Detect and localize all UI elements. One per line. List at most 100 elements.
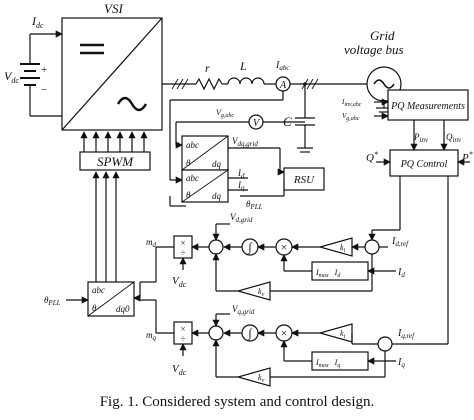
pq-in1-label: I — [341, 98, 345, 106]
svg-text:Vg,abc: Vg,abc — [342, 112, 360, 122]
figure-caption: Fig. 1. Considered system and control de… — [99, 394, 375, 410]
qstar-label: Q — [366, 152, 374, 164]
svg-text:P*: P* — [461, 150, 473, 164]
svg-text:Iq: Iq — [237, 180, 245, 192]
pstar-label: P — [461, 152, 469, 164]
vdc-d-label: V — [172, 275, 180, 287]
current-feedback — [169, 91, 284, 184]
vdq-grid-label: V — [232, 136, 239, 146]
imax-q-tail-sub: q — [337, 363, 340, 369]
abc2-label: abc — [186, 173, 199, 183]
svg-text:Vdc: Vdc — [172, 275, 187, 289]
pstar-sup: * — [469, 150, 473, 159]
iq-out-label: I — [237, 180, 242, 190]
svg-text:kv: kv — [258, 287, 265, 298]
svg-text:Vg,abc: Vg,abc — [216, 108, 234, 119]
kv-q-sub: v — [262, 378, 265, 384]
theta-pll-sub: PLL — [249, 203, 262, 211]
svg-text:mq: mq — [146, 330, 157, 342]
L-label: L — [239, 59, 247, 73]
pinv-label: P — [413, 132, 420, 142]
theta-label: θ — [186, 158, 191, 168]
imax-d-rest: max — [319, 273, 329, 279]
idc-label: I — [31, 14, 37, 28]
theta-pll-in-label: θ — [44, 295, 49, 305]
id-out-sub: d — [241, 172, 245, 180]
grid-label-line2: voltage bus — [344, 42, 404, 57]
rsu-label: RSU — [293, 174, 315, 186]
svg-text:θ: θ — [92, 303, 97, 313]
vdc-q-label: V — [172, 363, 180, 375]
r-label: r — [205, 61, 210, 75]
svg-text:Iq,ref: Iq,ref — [397, 328, 415, 340]
iq-out-sub: q — [241, 184, 245, 192]
iq-fb-sub: q — [401, 361, 405, 369]
abc-label: abc — [186, 140, 199, 150]
rsu-block: RSU — [283, 167, 325, 191]
ki-label: k — [340, 243, 344, 252]
svg-text:Q*: Q* — [366, 150, 378, 164]
svg-text:ki: ki — [340, 329, 346, 340]
pq-measurements-block: PQ Measurements Iinv,abc Vg,abc — [341, 89, 469, 122]
imax-d-tail: I — [334, 268, 338, 277]
pq-ctrl-label: PQ Control — [400, 159, 448, 170]
pq-control-block: PQ Control Pinv Qinv Q* P* — [366, 120, 473, 345]
svg-text:Id: Id — [237, 168, 245, 180]
kv-d-sub: v — [262, 292, 265, 298]
abc-dq-transform-current: abc dq θ — [181, 169, 229, 203]
div-bot-q: ÷ — [181, 334, 186, 344]
theta-pll-in-sub: PLL — [47, 299, 60, 307]
svg-text:Id,ref: Id,ref — [391, 236, 409, 248]
svg-text:Iinv,abc: Iinv,abc — [341, 98, 362, 108]
imax-q-rest: max — [319, 363, 329, 369]
idref-label: I — [391, 236, 396, 247]
svg-text:Iabc: Iabc — [275, 60, 290, 72]
spwm-label: SPWM — [97, 154, 134, 169]
qinv-sub: inv — [453, 136, 462, 144]
vdc-q-sub: dc — [179, 368, 187, 377]
capacitor-branch: C V Vg,abc — [175, 84, 315, 153]
svg-text:Vdq,grid: Vdq,grid — [232, 136, 258, 148]
qstar-sup: * — [374, 150, 378, 159]
dc-source: + − Vdc Idc — [4, 14, 63, 117]
vdc-d-sub: dc — [179, 280, 187, 289]
md-label: m — [146, 237, 153, 247]
svg-text:Id: Id — [397, 267, 405, 279]
mq-sub: q — [153, 334, 157, 342]
mq-label: m — [146, 330, 153, 340]
svg-text:Vd,grid: Vd,grid — [230, 212, 253, 224]
ki-sub: i — [344, 248, 346, 254]
vdc-sub: dc — [11, 76, 19, 85]
mult-q: × — [281, 326, 288, 340]
svg-text:Vdc: Vdc — [172, 363, 187, 377]
id-fb-sub: d — [401, 271, 405, 279]
vd-grid-sub: d,grid — [236, 216, 253, 224]
vq-grid-label: V — [232, 304, 239, 314]
svg-text:md: md — [146, 237, 157, 249]
svg-text:Iq: Iq — [397, 357, 405, 369]
svg-text:Vq,grid: Vq,grid — [232, 304, 255, 316]
pq-in2-sub: g,abc — [346, 116, 360, 122]
vdq-grid-sub: dq,grid — [238, 140, 259, 148]
pq-in2-label: V — [342, 112, 347, 120]
vgabc-label: V — [216, 108, 222, 117]
iabc-sub: abc — [279, 64, 290, 72]
integ-d: ∫ — [247, 240, 252, 254]
plus-sign: + — [41, 64, 47, 76]
svg-text:Idc: Idc — [31, 14, 44, 30]
pq-meas-label: PQ Measurements — [390, 101, 465, 112]
qinv-label: Q — [446, 132, 453, 142]
vd-grid-label: V — [230, 212, 237, 222]
kv-d-label: k — [258, 287, 262, 296]
pinv-sub: inv — [420, 136, 429, 144]
svg-text:Pinv: Pinv — [413, 132, 429, 144]
ki-q-label: k — [340, 329, 344, 338]
idc-sub: dc — [36, 21, 44, 30]
svg-text:kv: kv — [258, 373, 265, 384]
dq-abc-inverse-transform: abc dq0 θ θPLL — [44, 281, 156, 317]
theta2-label: θ — [186, 190, 191, 200]
integ-q: ∫ — [247, 326, 252, 340]
output-filter: r L A Iabc — [162, 59, 349, 92]
